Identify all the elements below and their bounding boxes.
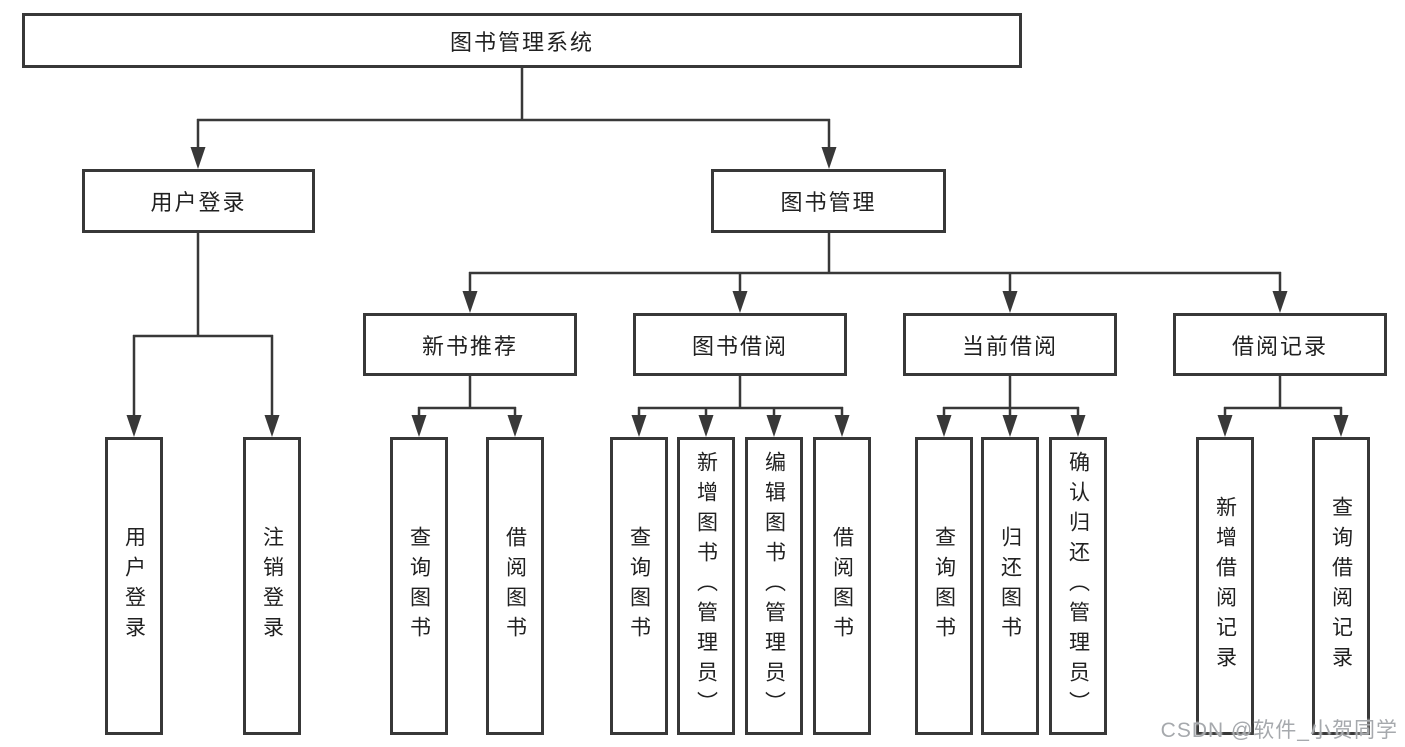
node-current-borrow-label: 当前借阅: [961, 333, 1058, 359]
connector-new-book-children: [411, 376, 523, 437]
arrow-head-icon: [462, 291, 478, 313]
arrow-head-icon: [631, 415, 647, 437]
leaf-borrow-borrow-books: 借阅图书: [813, 437, 871, 735]
node-current-borrow: 当前借阅: [903, 313, 1117, 376]
connector-line: [1223, 376, 1343, 416]
leaf-current-confirm-return-admin-label: 确认归还（管理员）: [1066, 451, 1090, 721]
leaf-newrec-query-books: 查询图书: [390, 437, 448, 735]
arrow-head-icon: [821, 147, 837, 169]
arrow-head-icon: [126, 415, 142, 437]
arrow-head-icon: [190, 147, 206, 169]
csdn-watermark: CSDN @软件_小贺同学: [1160, 719, 1398, 742]
leaf-logout-label: 注销登录: [260, 526, 284, 646]
leaf-newrec-borrow-books-label: 借阅图书: [503, 526, 527, 646]
node-new-book-recommend-label: 新书推荐: [421, 333, 518, 359]
arrow-head-icon: [1333, 415, 1349, 437]
connector-line: [942, 376, 1080, 416]
arrow-head-icon: [1070, 415, 1086, 437]
arrow-head-icon: [1002, 415, 1018, 437]
leaf-current-return-books-label: 归还图书: [998, 526, 1022, 646]
leaf-borrow-edit-books-admin: 编辑图书（管理员）: [745, 437, 803, 735]
leaf-borrow-edit-books-admin-label: 编辑图书（管理员）: [762, 451, 786, 721]
arrow-head-icon: [507, 415, 523, 437]
leaf-records-query-record: 查询借阅记录: [1312, 437, 1370, 735]
leaf-records-add-record: 新增借阅记录: [1196, 437, 1254, 735]
connector-line: [196, 68, 831, 148]
connector-line: [637, 376, 844, 416]
arrow-head-icon: [264, 415, 280, 437]
connector-line: [132, 233, 274, 416]
connector-borrow-records-children: [1217, 376, 1349, 437]
leaf-newrec-borrow-books: 借阅图书: [486, 437, 544, 735]
node-book-borrow: 图书借阅: [633, 313, 847, 376]
node-root: 图书管理系统: [22, 13, 1022, 68]
connector-user-login-children: [126, 233, 280, 437]
connector-book-borrow-children: [631, 376, 850, 437]
leaf-logout: 注销登录: [243, 437, 301, 735]
connector-book-management-children: [462, 233, 1288, 313]
arrow-head-icon: [834, 415, 850, 437]
leaf-user-login-label: 用户登录: [122, 526, 146, 646]
node-borrow-records-label: 借阅记录: [1231, 333, 1328, 359]
leaf-newrec-query-books-label: 查询图书: [407, 526, 431, 646]
node-user-login-label: 用户登录: [150, 190, 247, 215]
arrow-head-icon: [1272, 291, 1288, 313]
leaf-records-query-record-label: 查询借阅记录: [1329, 496, 1353, 676]
arrow-head-icon: [411, 415, 427, 437]
arrow-head-icon: [698, 415, 714, 437]
node-book-management-label: 图书管理: [780, 190, 877, 215]
node-user-login: 用户登录: [82, 169, 315, 233]
leaf-borrow-query-books-label: 查询图书: [627, 526, 651, 646]
node-book-management: 图书管理: [711, 169, 946, 233]
leaf-user-login: 用户登录: [105, 437, 163, 735]
leaf-borrow-add-books-admin: 新增图书（管理员）: [677, 437, 735, 735]
leaf-borrow-query-books: 查询图书: [610, 437, 668, 735]
leaf-borrow-add-books-admin-label: 新增图书（管理员）: [694, 451, 718, 721]
node-root-label: 图书管理系统: [449, 29, 594, 55]
leaf-records-add-record-label: 新增借阅记录: [1213, 496, 1237, 676]
arrow-head-icon: [936, 415, 952, 437]
leaf-current-query-books: 查询图书: [915, 437, 973, 735]
arrow-head-icon: [1002, 291, 1018, 313]
leaf-current-query-books-label: 查询图书: [932, 526, 956, 646]
arrow-head-icon: [732, 291, 748, 313]
connector-line: [417, 376, 517, 416]
node-borrow-records: 借阅记录: [1173, 313, 1387, 376]
connector-line: [468, 233, 1282, 292]
arrow-head-icon: [766, 415, 782, 437]
leaf-current-return-books: 归还图书: [981, 437, 1039, 735]
leaf-borrow-borrow-books-label: 借阅图书: [830, 526, 854, 646]
connector-current-borrow-children: [936, 376, 1086, 437]
connector-root-to-level2: [190, 68, 837, 169]
leaf-current-confirm-return-admin: 确认归还（管理员）: [1049, 437, 1107, 735]
arrow-head-icon: [1217, 415, 1233, 437]
node-book-borrow-label: 图书借阅: [691, 333, 788, 359]
node-new-book-recommend: 新书推荐: [363, 313, 577, 376]
